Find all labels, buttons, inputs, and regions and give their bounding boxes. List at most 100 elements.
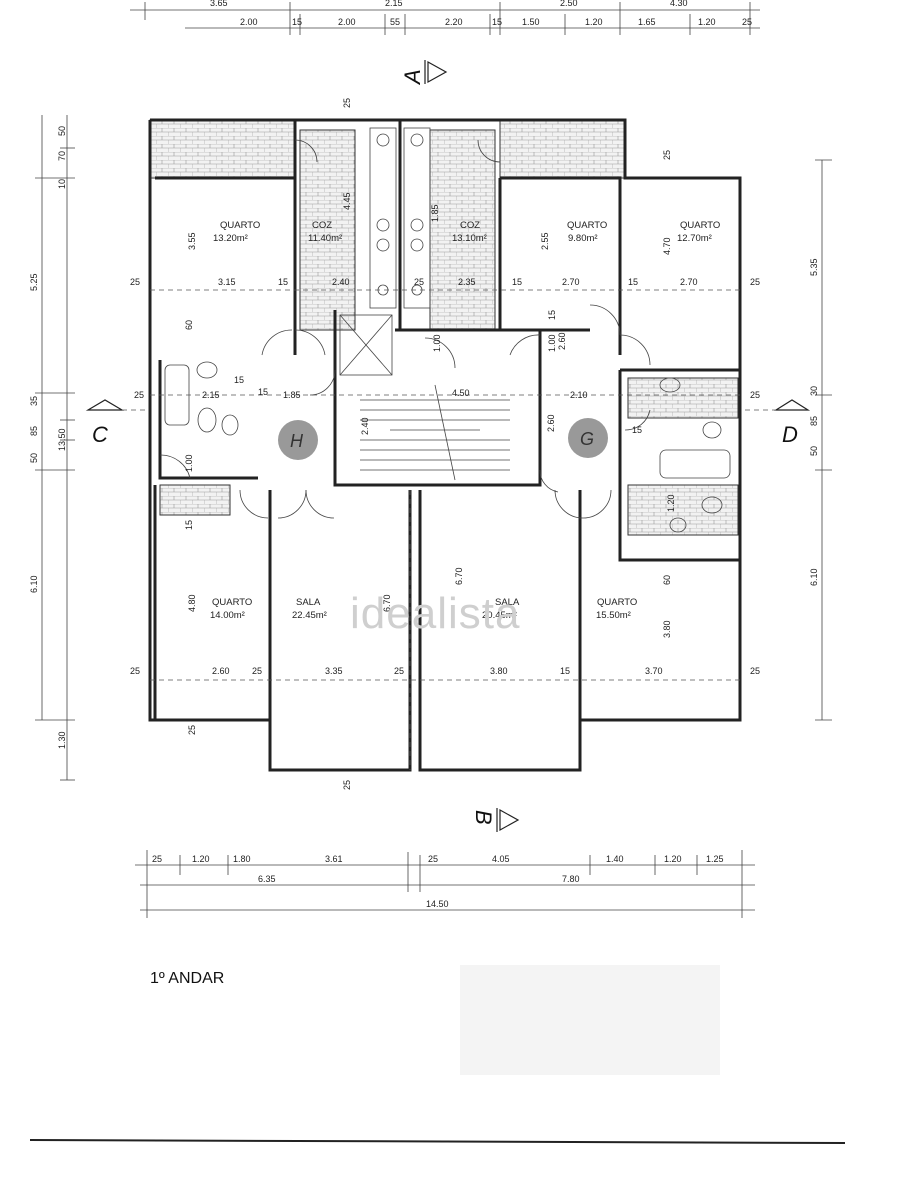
room-name: QUARTO xyxy=(680,220,720,231)
dim-text: 1.20 xyxy=(698,17,716,27)
dim-text: 15 xyxy=(234,375,244,385)
dim-text: 1.20 xyxy=(585,17,603,27)
dim-text: 25 xyxy=(342,780,352,790)
room-area: 22.45m² xyxy=(292,610,327,621)
section-label-d: D xyxy=(782,422,798,447)
dim-text: 50 xyxy=(809,446,819,456)
dim-text: 3.15 xyxy=(218,277,236,287)
dim-text: 25 xyxy=(342,98,352,108)
dim-text: 4.30 xyxy=(670,0,688,8)
dim-text: 2.00 xyxy=(240,17,258,27)
dim-text: 2.40 xyxy=(332,277,350,287)
row-dimensions-top: 25 3.15 15 2.40 25 2.35 15 2.70 15 2.70 … xyxy=(130,277,760,287)
inner-dimensions: 3.55 4.45 1.85 2.55 4.70 1.00 1.00 4.50 … xyxy=(184,98,676,790)
room-name: QUARTO xyxy=(567,220,607,231)
dim-text: 2.70 xyxy=(680,277,698,287)
row-dimensions-mid: 25 2.15 15 1.85 15 2.10 15 25 xyxy=(134,375,760,435)
page-rule xyxy=(29,1139,846,1144)
dim-text: 35 xyxy=(29,396,39,406)
dim-text: 5.35 xyxy=(809,258,819,276)
dim-text: 15 xyxy=(628,277,638,287)
dim-text: 6.35 xyxy=(258,874,276,884)
dim-text: 15 xyxy=(560,666,570,676)
dim-text: 4.45 xyxy=(342,192,352,210)
dim-text: 2.15 xyxy=(385,0,403,8)
balconies xyxy=(149,119,739,536)
dim-text: 4.05 xyxy=(492,854,510,864)
dim-text: 1.85 xyxy=(430,204,440,222)
left-dimension-chain: 50 70 10 5.25 35 85 50 13.50 6.10 1.30 xyxy=(29,115,75,781)
dim-text: 50 xyxy=(57,126,67,136)
dim-text: 25 xyxy=(750,277,760,287)
room-area: 12.70m² xyxy=(677,233,712,244)
kitchen-counters xyxy=(369,127,431,309)
dim-text: 50 xyxy=(29,453,39,463)
landing-label-g: G xyxy=(580,429,594,449)
dim-text: 2.50 xyxy=(560,0,578,8)
dim-text: 25 xyxy=(750,666,760,676)
dim-text: 13.50 xyxy=(57,428,67,451)
section-label-b: B xyxy=(471,810,496,825)
dim-text: 6.10 xyxy=(29,575,39,593)
dim-text: 85 xyxy=(29,426,39,436)
landing-label-h: H xyxy=(290,431,304,451)
dim-text: 3.55 xyxy=(187,232,197,250)
dim-text: 2.20 xyxy=(445,17,463,27)
dim-text: 1.65 xyxy=(638,17,656,27)
room-area: 13.20m² xyxy=(213,233,248,244)
dim-text: 2.60 xyxy=(557,332,567,350)
dim-text: 1.50 xyxy=(522,17,540,27)
dim-text: 25 xyxy=(130,666,140,676)
dim-text: 2.70 xyxy=(562,277,580,287)
floor-caption: 1º ANDAR xyxy=(150,970,225,987)
dim-text: 4.50 xyxy=(452,388,470,398)
room-area: 9.80m² xyxy=(568,233,598,244)
watermark: idealista xyxy=(350,589,520,638)
dim-text: 7.80 xyxy=(562,874,580,884)
dim-text: 2.15 xyxy=(202,390,220,400)
dim-text: 4.80 xyxy=(187,594,197,612)
stair-core xyxy=(339,314,510,481)
dim-text: 1.00 xyxy=(432,334,442,352)
room-name: QUARTO xyxy=(597,597,637,608)
dim-text: 25 xyxy=(252,666,262,676)
dim-text: 15 xyxy=(547,310,557,320)
section-label-c: C xyxy=(92,422,108,447)
dim-text: 4.70 xyxy=(662,237,672,255)
dim-text: 3.65 xyxy=(210,0,228,8)
section-marker-b: B xyxy=(471,808,520,832)
dim-text: 60 xyxy=(184,320,194,330)
dim-text: 1.20 xyxy=(664,854,682,864)
dim-text: 1.40 xyxy=(606,854,624,864)
section-marker-c: C xyxy=(85,399,150,447)
dim-text: 25 xyxy=(394,666,404,676)
dim-text: 3.70 xyxy=(645,666,663,676)
section-marker-a: A xyxy=(400,60,448,86)
dim-text: 1.20 xyxy=(666,494,676,512)
row-dimensions-bottom: 25 2.60 25 3.35 25 3.80 15 3.70 25 xyxy=(130,666,760,676)
bathroom-fixtures xyxy=(164,361,731,533)
scan-smudge xyxy=(460,965,720,1075)
dim-text: 15 xyxy=(258,387,268,397)
dim-text: 5.25 xyxy=(29,273,39,291)
dim-text: 14.50 xyxy=(426,899,449,909)
room-area: 14.00m² xyxy=(210,610,245,621)
dim-text: 1.00 xyxy=(547,334,557,352)
dim-text: 85 xyxy=(809,416,819,426)
bottom-dimension-chain: 25 1.20 1.80 3.61 25 4.05 1.40 1.20 1.25… xyxy=(135,850,755,918)
room-area: 13.10m² xyxy=(452,233,487,244)
door-swings xyxy=(159,139,651,519)
stair-landing-g: G xyxy=(568,418,608,458)
dim-text: 1.85 xyxy=(283,390,301,400)
room-name: COZ xyxy=(460,220,480,231)
right-dimension-chain: 5.35 30 85 50 6.10 xyxy=(809,159,832,721)
dim-text: 3.61 xyxy=(325,854,343,864)
dim-text: 1.80 xyxy=(233,854,251,864)
dim-text: 2.40 xyxy=(360,417,370,435)
dim-text: 25 xyxy=(414,277,424,287)
dim-text: 15 xyxy=(292,17,302,27)
dim-text: 15 xyxy=(278,277,288,287)
dim-text: 2.60 xyxy=(212,666,230,676)
room-area: 20.45m² xyxy=(482,610,517,621)
